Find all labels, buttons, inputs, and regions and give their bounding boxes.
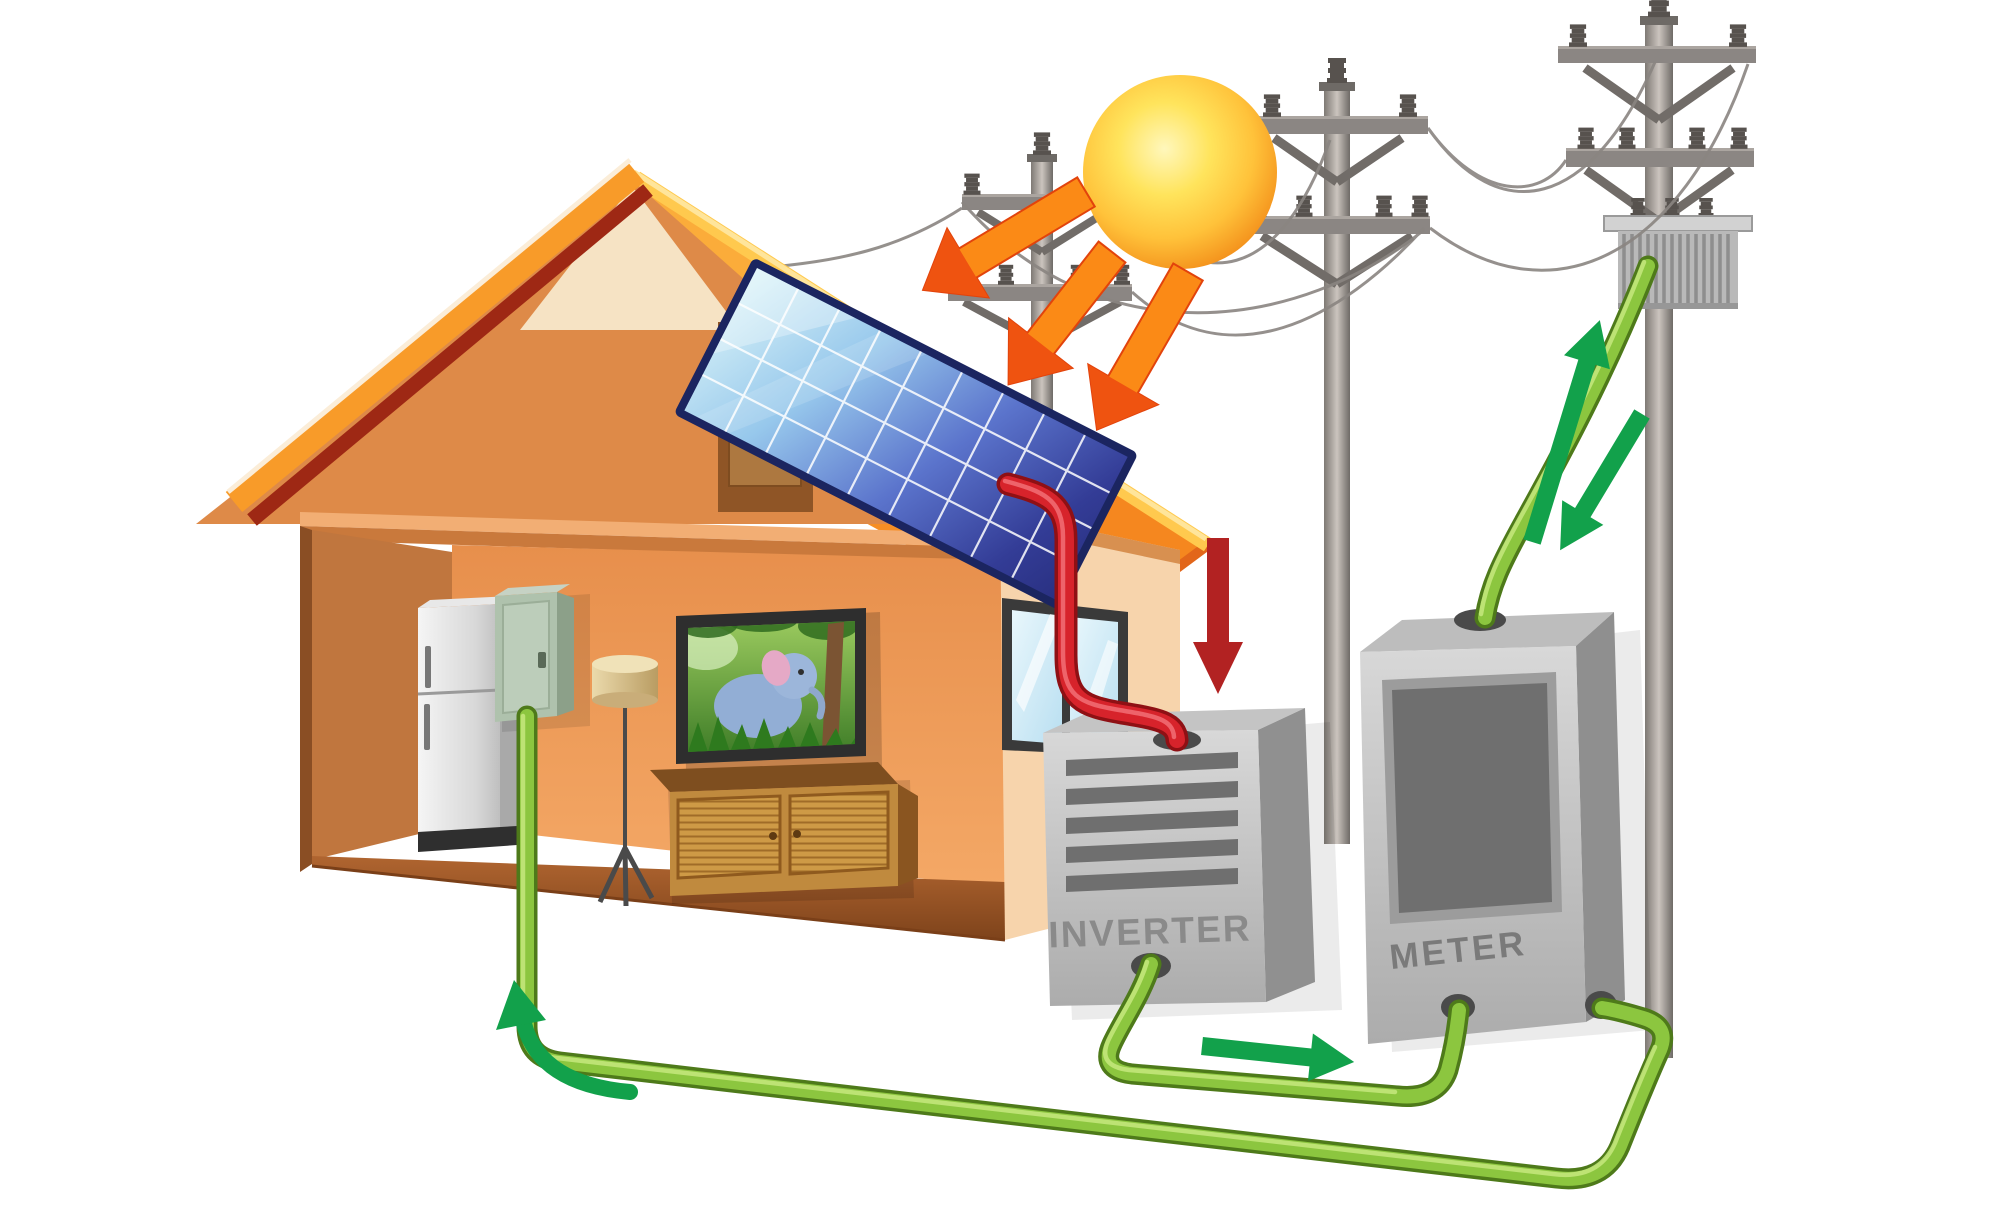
house	[196, 158, 1213, 942]
tv-elephant	[714, 650, 826, 738]
ceiling-edge	[300, 526, 1010, 562]
power-lines	[757, 61, 1750, 337]
flow-arrow-right	[1201, 1033, 1355, 1082]
floor-lamp	[592, 655, 658, 907]
roof-rake	[225, 158, 653, 526]
sunlight-arrows	[921, 176, 1205, 432]
breaker-box	[495, 584, 590, 732]
ceiling-top	[300, 512, 1010, 548]
inverter: INVERTER	[1043, 708, 1342, 1020]
refrigerator	[417, 596, 517, 852]
grid-arrow-up	[1523, 320, 1610, 545]
flow-arrow-up-house	[496, 980, 638, 1100]
tv	[676, 608, 882, 772]
sun-icon	[1083, 75, 1277, 269]
breaker-handle	[538, 652, 546, 668]
inverter-label: INVERTER	[1048, 907, 1252, 955]
inverter-vents	[1066, 752, 1238, 892]
dc-wire	[996, 472, 1189, 752]
tv-screen	[688, 621, 855, 752]
dc-down-arrow	[1193, 538, 1243, 694]
sunlight-arrow-1	[921, 176, 1097, 299]
utility-pole-middle	[1248, 58, 1430, 844]
ac-wire-inverter-to-meter	[1098, 953, 1470, 1107]
meter: METER	[1360, 609, 1652, 1052]
tv-cabinet	[650, 762, 918, 904]
sunlight-arrow-3	[1087, 262, 1205, 432]
meter-screen	[1392, 683, 1552, 913]
solar-panel	[675, 259, 1137, 609]
sunlight-arrow-2	[1007, 240, 1127, 386]
grid-arrow-down	[1560, 409, 1650, 551]
